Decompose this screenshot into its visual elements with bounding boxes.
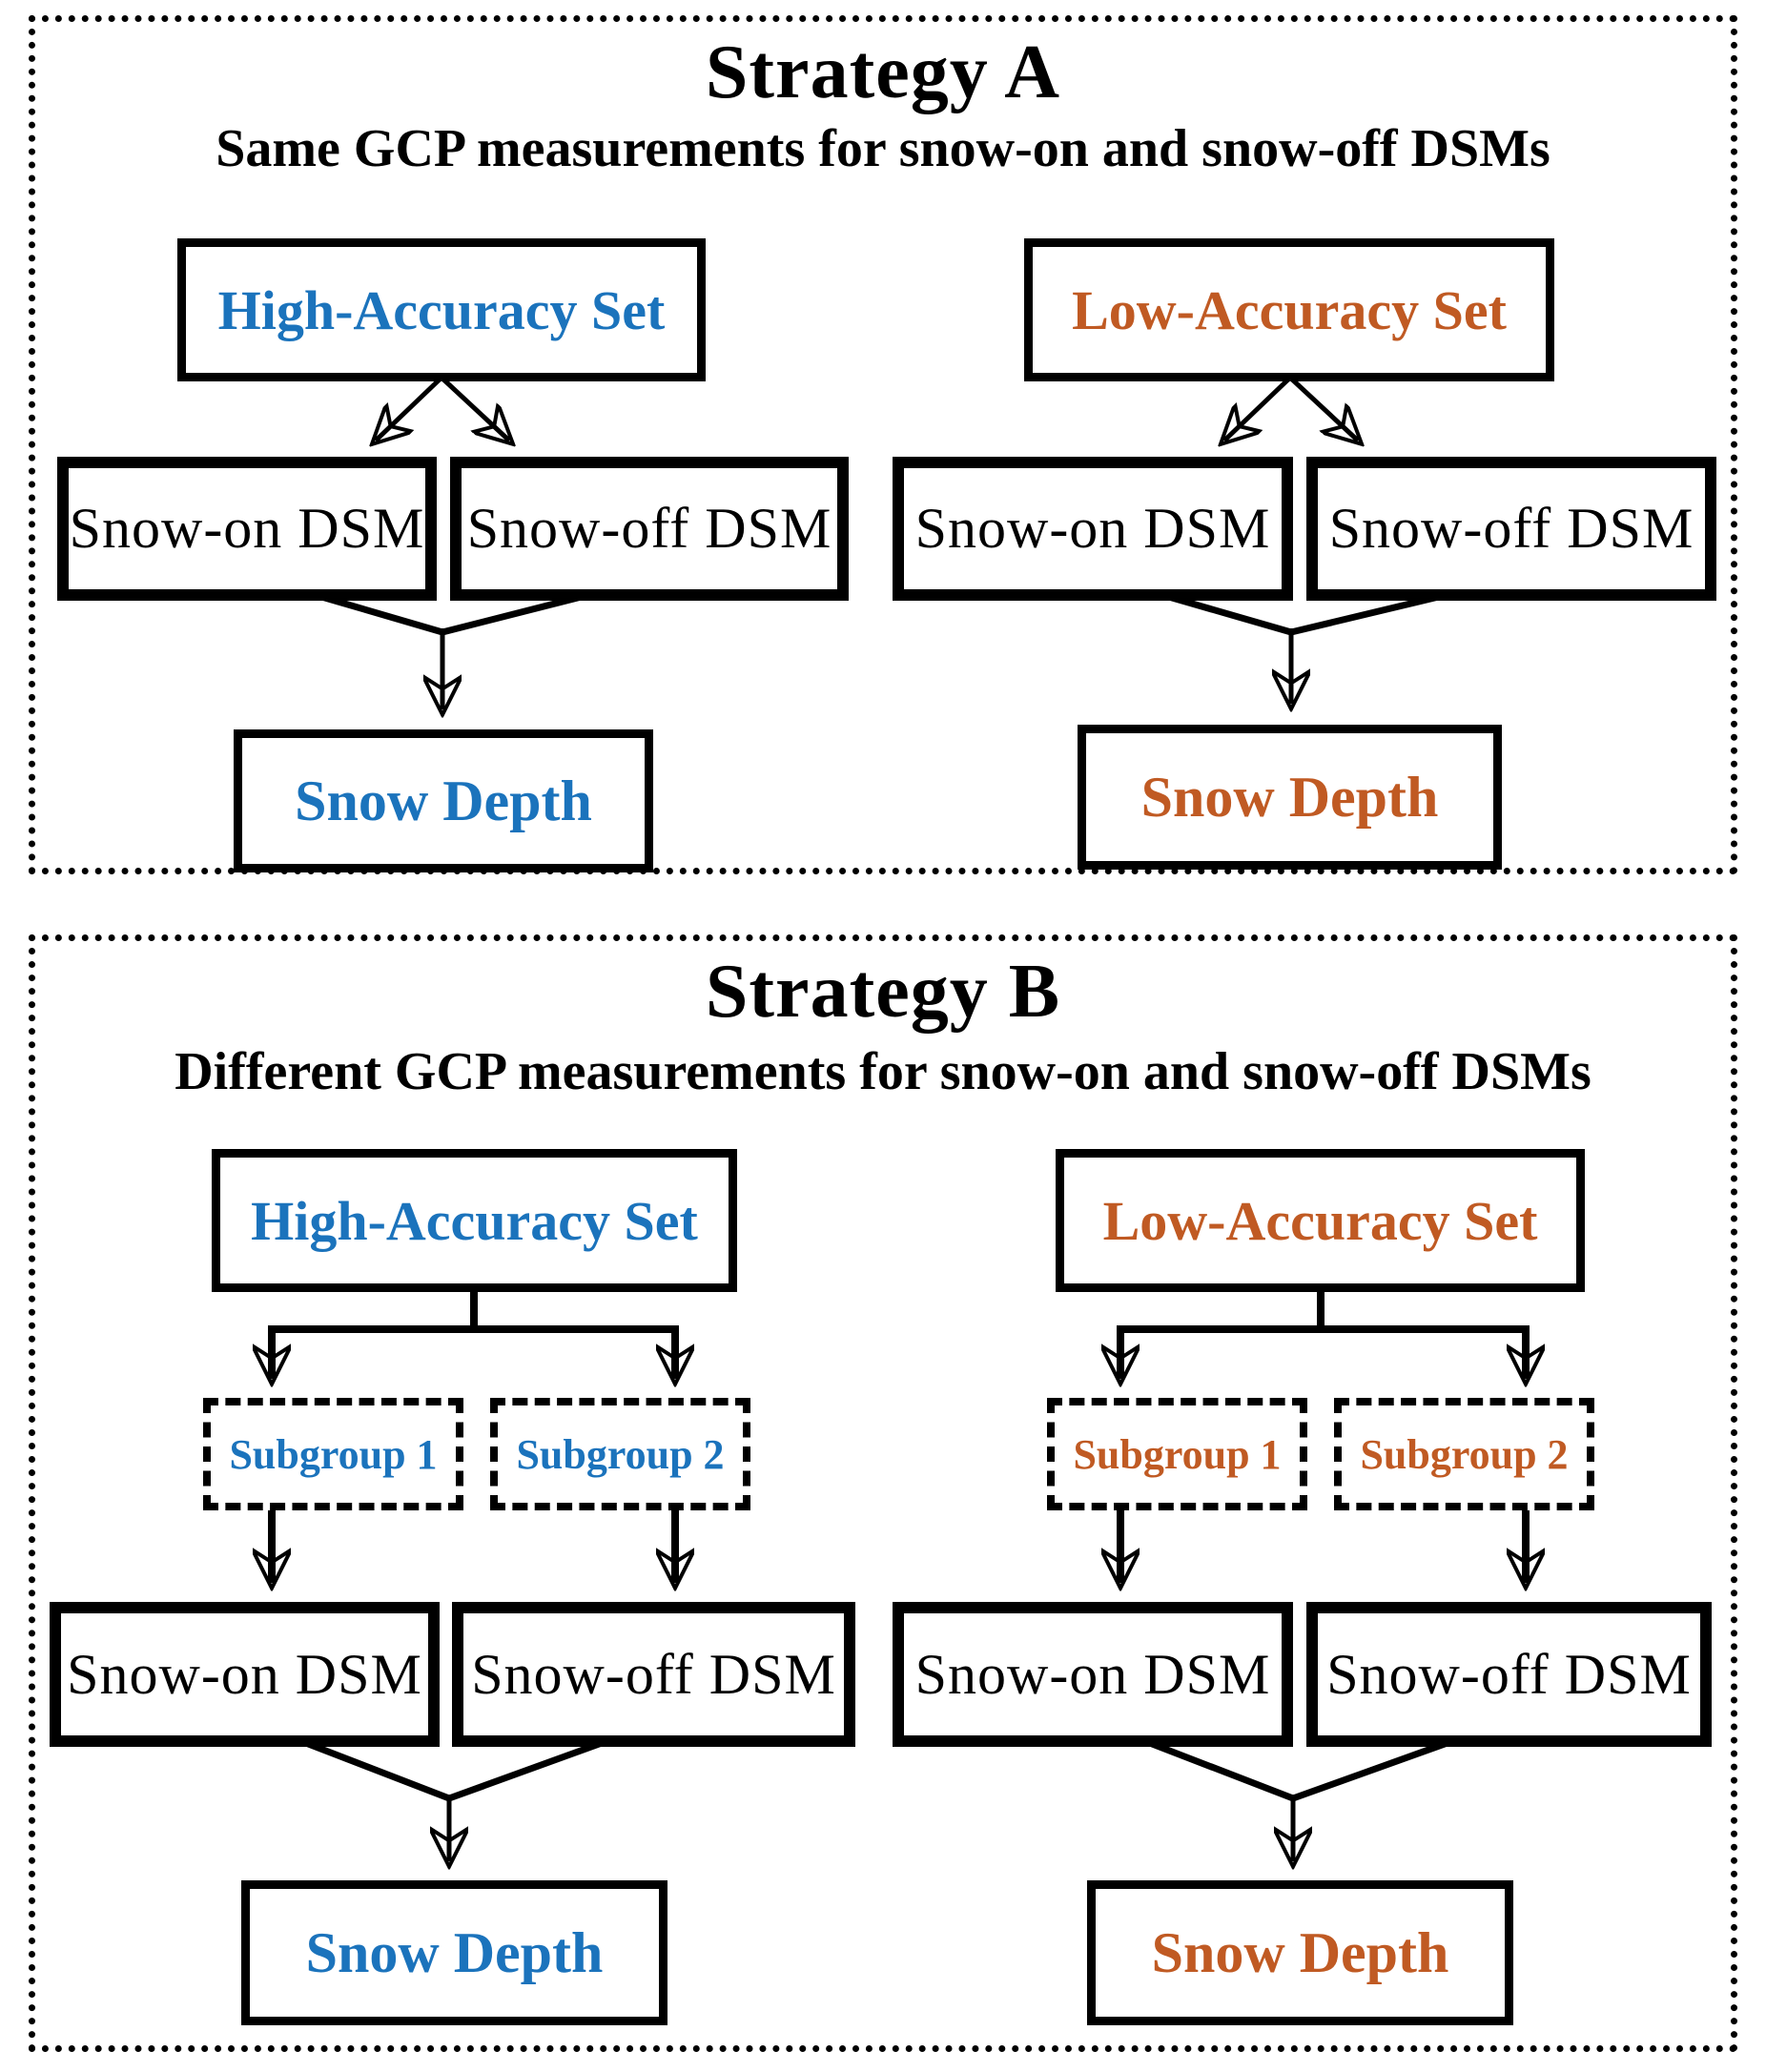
low-accuracy-set-box-b: Low-Accuracy Set <box>1056 1149 1585 1292</box>
subgroup1-box-b-low: Subgroup 1 <box>1047 1398 1307 1510</box>
arrows-strategy-b-high <box>272 1285 675 1861</box>
strategy-a-title: Strategy A <box>705 31 1061 114</box>
snow-off-dsm-box-b-high: Snow-off DSM <box>452 1602 855 1747</box>
snow-off-dsm-box-a-high: Snow-off DSM <box>450 457 849 601</box>
snow-on-dsm-box-a-high: Snow-on DSM <box>57 457 437 601</box>
snow-depth-box-b-high: Snow Depth <box>241 1880 667 2025</box>
strategy-a-subtitle: Same GCP measurements for snow-on and sn… <box>216 119 1550 178</box>
snow-on-dsm-box-b-high: Snow-on DSM <box>50 1602 440 1747</box>
strategy-b-title: Strategy B <box>705 950 1061 1034</box>
snow-depth-box-b-low: Snow Depth <box>1087 1880 1513 2025</box>
snow-depth-box-a-high: Snow Depth <box>234 729 653 872</box>
panel-strategy-b <box>29 934 1737 2052</box>
snow-on-dsm-box-b-low: Snow-on DSM <box>893 1602 1293 1747</box>
subgroup2-box-b-low: Subgroup 2 <box>1334 1398 1594 1510</box>
snow-off-dsm-box-a-low: Snow-off DSM <box>1306 457 1716 601</box>
high-accuracy-set-box-a: High-Accuracy Set <box>177 238 706 381</box>
low-accuracy-set-box-a: Low-Accuracy Set <box>1024 238 1554 381</box>
snow-on-dsm-box-a-low: Snow-on DSM <box>893 457 1293 601</box>
subgroup2-box-b-high: Subgroup 2 <box>490 1398 750 1510</box>
snow-off-dsm-box-b-low: Snow-off DSM <box>1306 1602 1712 1747</box>
subgroup1-box-b-high: Subgroup 1 <box>203 1398 463 1510</box>
strategy-b-subtitle: Different GCP measurements for snow-on a… <box>175 1042 1591 1101</box>
panel-strategy-a <box>29 15 1737 874</box>
snow-depth-box-a-low: Snow Depth <box>1078 725 1502 870</box>
high-accuracy-set-box-b: High-Accuracy Set <box>212 1149 737 1292</box>
arrows-strategy-b-low <box>1120 1285 1526 1861</box>
